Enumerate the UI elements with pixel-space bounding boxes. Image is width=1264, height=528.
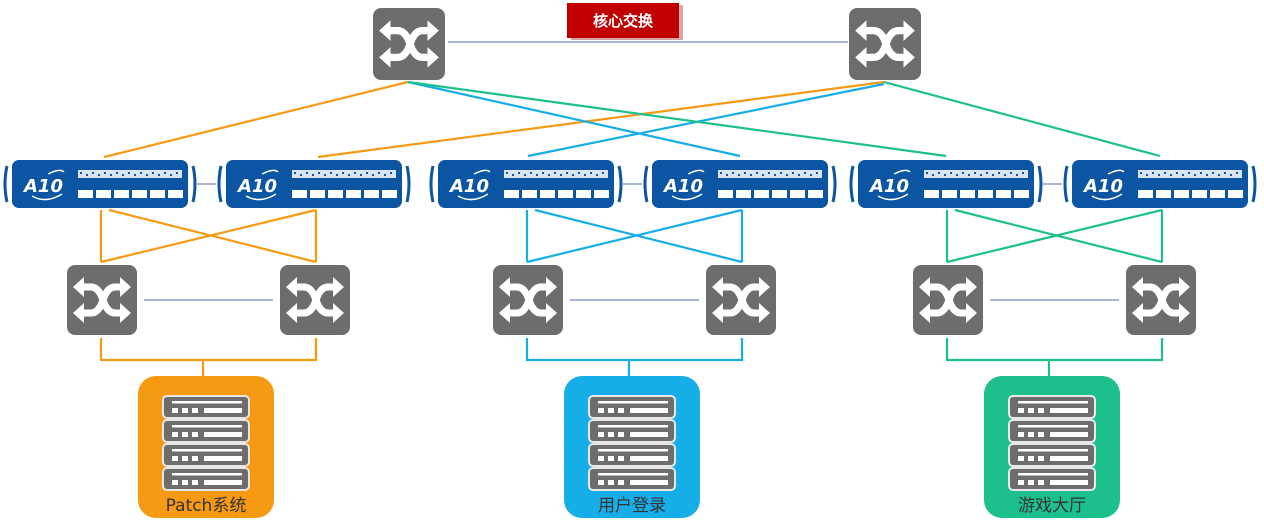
adc-device[interactable] — [217, 158, 411, 210]
adc-device[interactable] — [849, 158, 1043, 210]
adc-device[interactable] — [3, 158, 197, 210]
server-label: Patch系统 — [166, 496, 247, 516]
access-switch-icon[interactable] — [493, 265, 563, 335]
uplink-login-2 — [527, 82, 885, 158]
adc-device[interactable] — [429, 158, 623, 210]
adc-device[interactable] — [1063, 158, 1257, 210]
server-uplink — [99, 338, 318, 376]
link — [946, 208, 1163, 264]
server-label: 用户登录 — [598, 496, 666, 516]
access-switch-icon[interactable] — [913, 265, 983, 335]
link — [100, 208, 317, 264]
core-label-text: 核心交换 — [593, 12, 654, 30]
adc-device[interactable] — [643, 158, 837, 210]
switch-icon — [373, 8, 445, 80]
core-uplinks — [103, 80, 1161, 159]
server-uplink — [945, 338, 1164, 376]
server-uplink — [525, 338, 744, 376]
adc-access-links — [525, 208, 744, 264]
access-switch-icon[interactable] — [280, 265, 350, 335]
group-patch: Patch系统 — [3, 158, 411, 518]
access-switch-icon[interactable] — [706, 265, 776, 335]
server-rack-icon — [588, 395, 676, 491]
server-rack-icon — [1008, 395, 1096, 491]
uplink-lobby-1 — [407, 80, 947, 158]
group-lobby: 游戏大厅 — [849, 158, 1257, 518]
adc-access-links — [99, 208, 318, 264]
uplink-patch-1 — [103, 80, 409, 159]
switch-icon — [849, 8, 921, 80]
core-switch-left[interactable] — [373, 8, 445, 80]
core-switch-right[interactable] — [849, 8, 921, 80]
access-switch-icon[interactable] — [1126, 265, 1196, 335]
server-label: 游戏大厅 — [1018, 496, 1086, 516]
group-login: 用户登录 — [429, 158, 837, 518]
server-rack-icon — [162, 395, 250, 491]
link — [526, 208, 743, 264]
access-switch-icon[interactable] — [67, 265, 137, 335]
uplink-lobby-2 — [883, 80, 1161, 158]
core-label: 核心交换 — [567, 3, 683, 40]
uplink-patch-2 — [317, 80, 885, 159]
uplink-login-1 — [407, 80, 741, 158]
adc-access-links — [945, 208, 1164, 264]
